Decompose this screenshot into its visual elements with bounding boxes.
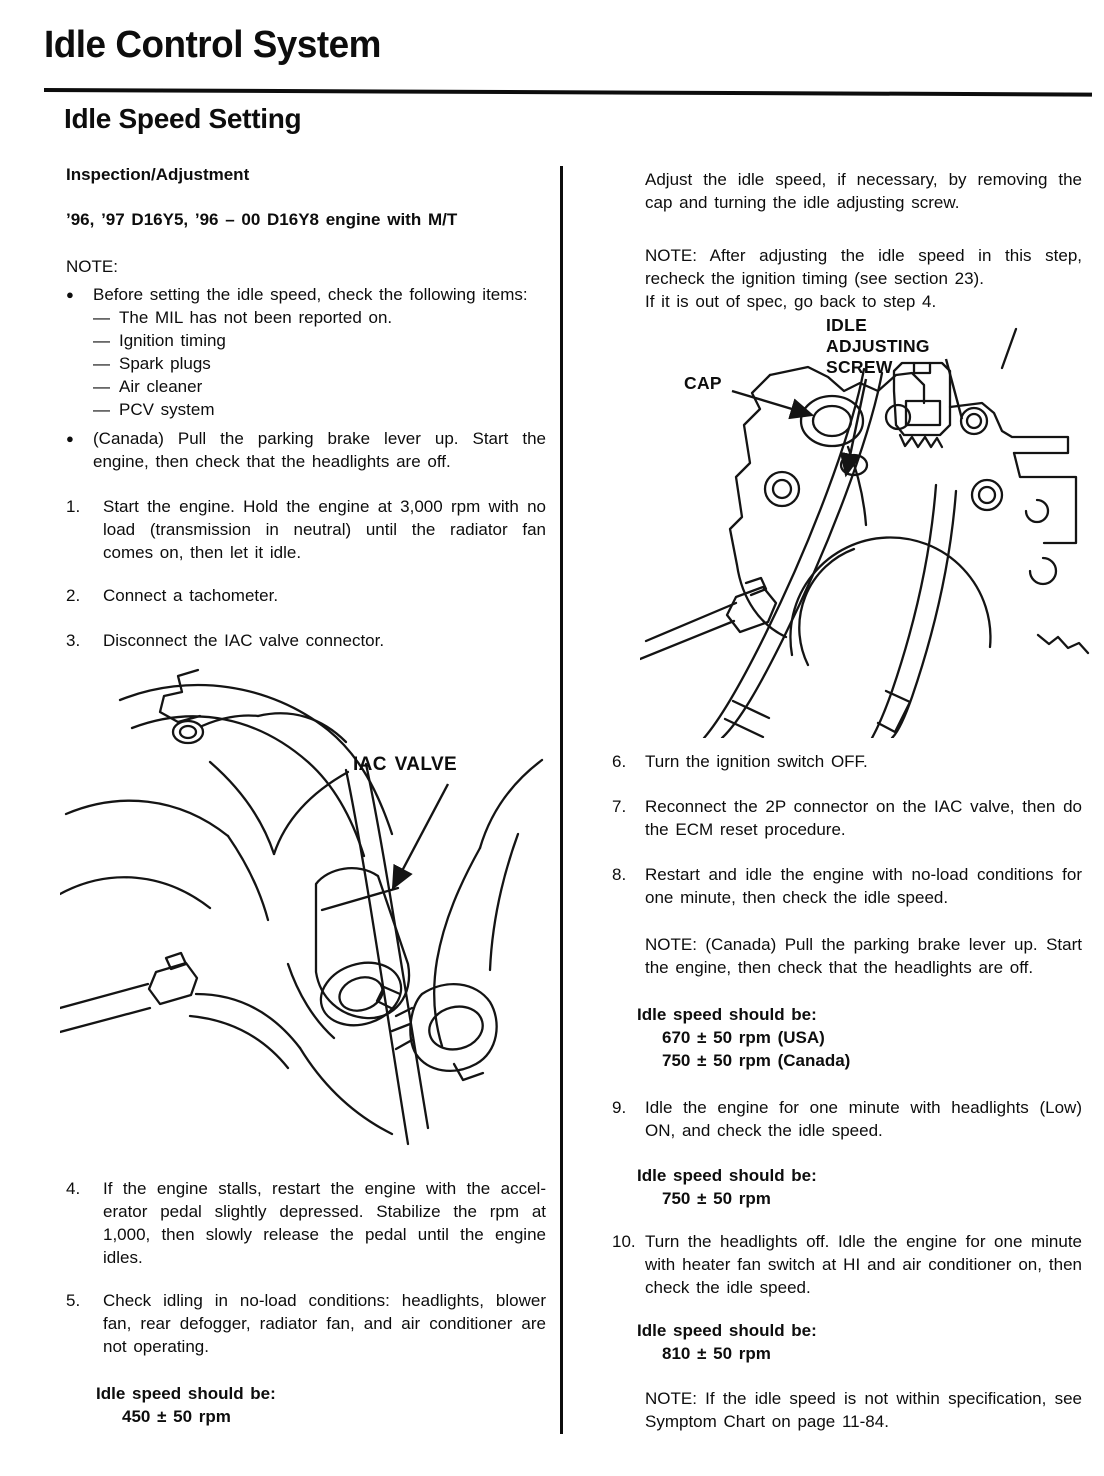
dash-icon: —	[93, 377, 110, 396]
note-label: NOTE:	[66, 257, 118, 276]
intro-paragraph: Adjust the idle speed, if necessary, by …	[645, 170, 1082, 212]
checklist-item: — PCV system	[93, 398, 546, 421]
step-text: Start the engine. Hold the engine at 3,0…	[103, 497, 546, 562]
idle-speed-heading: Idle speed should be:	[637, 1005, 817, 1024]
subsection-heading: Inspection/Adjustment	[66, 165, 250, 184]
section-title: Idle Speed Setting	[64, 103, 302, 134]
throttle-body-line-art	[640, 327, 1090, 738]
checklist-item: — Air cleaner	[93, 375, 546, 398]
column-divider	[560, 166, 563, 1434]
checklist-text: Spark plugs	[119, 354, 211, 373]
step-item: 6. Turn the ignition switch OFF.	[612, 750, 1082, 773]
idle-adjusting-screw-label: SCREW	[826, 357, 893, 377]
bullet-text: Before setting the idle speed, check the…	[93, 285, 528, 304]
step-text: Check idling in no-load conditions: head…	[103, 1291, 546, 1356]
iac-valve-line-art	[60, 668, 544, 1146]
step-item: 10. Turn the headlights off. Idle the en…	[612, 1230, 1082, 1299]
bullet-text: (Canada) Pull the parking brake lever up…	[93, 429, 546, 471]
step-text: Reconnect the 2P connector on the IAC va…	[645, 797, 1082, 839]
bullet-icon: ●	[66, 287, 74, 302]
idle-adjusting-screw-label: IDLE	[826, 315, 867, 335]
step-number: 3.	[66, 631, 81, 650]
bullet-item: ● Before setting the idle speed, check t…	[66, 283, 546, 306]
header-rule	[43, 88, 1092, 97]
iac-valve-illustration: IAC VALVE	[60, 668, 544, 1146]
step-number: 5.	[66, 1291, 81, 1310]
engine-spec: ’96, ’97 D16Y5, ’96 – 00 D16Y8 engine wi…	[66, 210, 458, 229]
step-text: Turn the headlights off. Idle the engine…	[645, 1232, 1082, 1297]
idle-speed-heading: Idle speed should be:	[96, 1384, 276, 1403]
iac-valve-leader-arrow	[391, 783, 450, 891]
step-text: Restart and idle the engine with no-load…	[645, 865, 1082, 907]
step-number: 10.	[612, 1232, 636, 1251]
throttle-body-illustration: IDLE ADJUSTING SCREW CAP	[640, 315, 1090, 738]
step-item: 4. If the engine stalls, restart the eng…	[66, 1177, 546, 1269]
step-number: 7.	[612, 797, 627, 816]
figure-iac-valve: IAC VALVE	[60, 666, 555, 1171]
step-item: 7. Reconnect the 2P connector on the IAC…	[612, 795, 1082, 841]
idle-speed-heading: Idle speed should be:	[637, 1166, 817, 1185]
bullet-icon: ●	[66, 431, 74, 446]
checklist-item: — Spark plugs	[93, 352, 546, 375]
checklist-text: PCV system	[119, 400, 215, 419]
step-item: 2. Connect a tachometer.	[66, 584, 546, 607]
step-number: 9.	[612, 1098, 627, 1117]
step-item: 8. Restart and idle the engine with no-l…	[612, 863, 1082, 909]
note-paragraph: NOTE: After adjusting the idle speed in …	[645, 246, 1082, 288]
checklist-item: — Ignition timing	[93, 329, 546, 352]
step-text: Disconnect the IAC valve connector.	[103, 631, 385, 650]
step-text: Connect a tachometer.	[103, 586, 279, 605]
step-item: 3. Disconnect the IAC valve connector.	[66, 629, 546, 652]
step-item: 1. Start the engine. Hold the engine at …	[66, 495, 546, 564]
left-column: Inspection/Adjustment ’96, ’97 D16Y5, ’9…	[60, 163, 546, 1428]
iac-valve-label: IAC VALVE	[353, 754, 457, 775]
idle-speed-value: 750 ± 50 rpm	[662, 1189, 771, 1208]
step-number: 8.	[612, 865, 627, 884]
note-paragraph: NOTE: If the idle speed is not within sp…	[645, 1389, 1082, 1431]
idle-speed-value: 450 ± 50 rpm	[122, 1407, 231, 1426]
note-paragraph: NOTE: (Canada) Pull the parking brake le…	[645, 935, 1082, 977]
step-text: Idle the engine for one minute with head…	[645, 1098, 1082, 1140]
idle-adjusting-screw-label: ADJUSTING	[826, 336, 930, 356]
dash-icon: —	[93, 354, 110, 373]
dash-icon: —	[93, 331, 110, 350]
adjusting-screw-leader-arrow	[839, 378, 868, 478]
step-item: 9. Idle the engine for one minute with h…	[612, 1096, 1082, 1142]
idle-speed-value: 670 ± 50 rpm (USA)	[662, 1028, 825, 1047]
dash-icon: —	[93, 308, 110, 327]
dash-icon: —	[93, 400, 110, 419]
bullet-item: ● (Canada) Pull the parking brake lever …	[66, 427, 546, 473]
checklist-text: Air cleaner	[119, 377, 203, 396]
idle-speed-heading: Idle speed should be:	[637, 1321, 817, 1340]
right-column: Adjust the idle speed, if necessary, by …	[612, 168, 1090, 1433]
step-number: 4.	[66, 1179, 81, 1198]
step-number: 6.	[612, 752, 627, 771]
step-text: If the engine stalls, restart the engine…	[103, 1179, 546, 1267]
cap-label: CAP	[684, 373, 722, 393]
step-text: Turn the ignition switch OFF.	[645, 752, 868, 771]
step-number: 2.	[66, 586, 81, 605]
checklist-text: Ignition timing	[119, 331, 226, 350]
idle-speed-value: 750 ± 50 rpm (Canada)	[662, 1051, 851, 1070]
leader-line	[944, 358, 964, 420]
cap-leader-arrow	[731, 389, 815, 420]
figure-throttle-body: IDLE ADJUSTING SCREW CAP	[640, 313, 1090, 738]
idle-speed-value: 810 ± 50 rpm	[662, 1344, 771, 1363]
step-number: 1.	[66, 497, 81, 516]
checklist-text: The MIL has not been reported on.	[119, 308, 393, 327]
page-title: Idle Control System	[44, 24, 381, 66]
step-item: 5. Check idling in no-load conditions: h…	[66, 1289, 546, 1358]
note-paragraph-line2: If it is out of spec, go back to step 4.	[645, 292, 937, 311]
checklist-item: — The MIL has not been reported on.	[93, 306, 546, 329]
checklist: — The MIL has not been reported on. — Ig…	[66, 306, 546, 421]
